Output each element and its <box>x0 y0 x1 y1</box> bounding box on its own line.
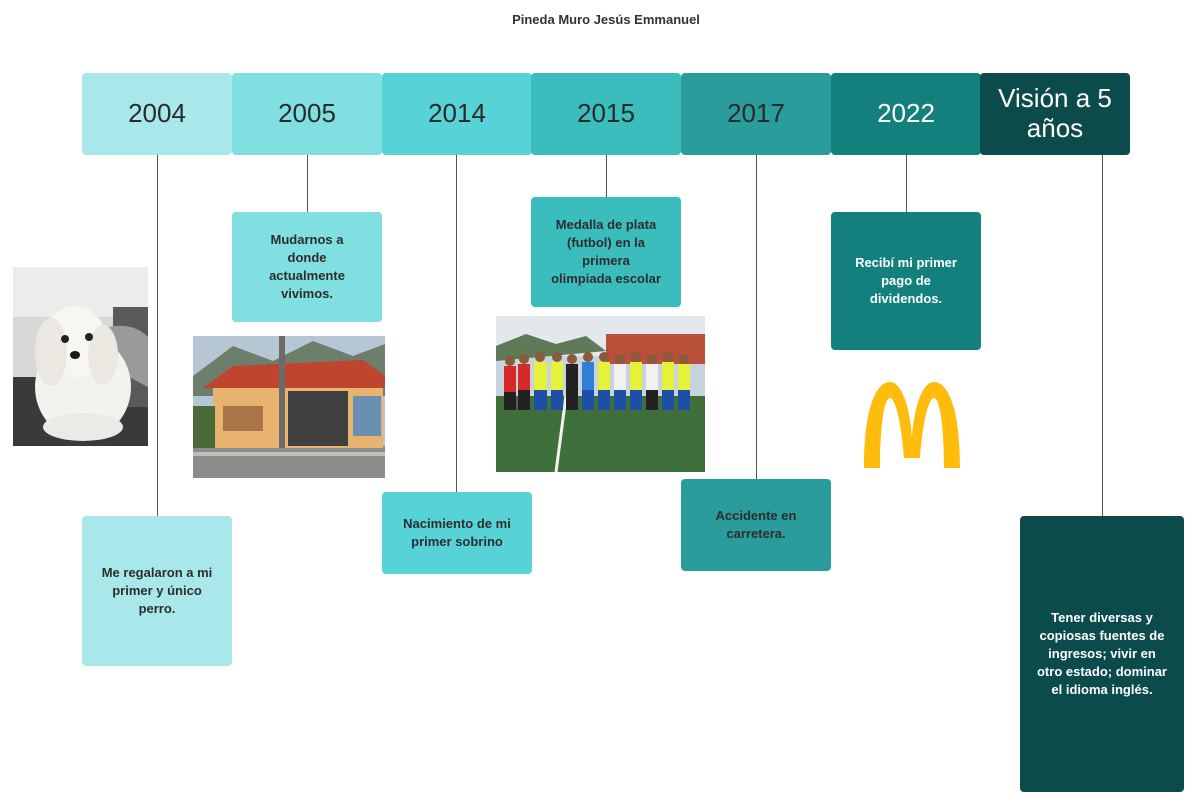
year-vision-5-years: Visión a 5 años <box>980 73 1130 155</box>
event-card-2004: Me regalaron a mi primer y único perro. <box>82 516 232 666</box>
event-card-2014: Nacimiento de mi primer sobrino <box>382 492 532 574</box>
connector-2004 <box>157 155 158 517</box>
year-2022: 2022 <box>831 73 981 155</box>
page-title: Pineda Muro Jesús Emmanuel <box>512 12 700 27</box>
connector-2017 <box>756 155 757 480</box>
year-2015: 2015 <box>531 73 681 155</box>
event-card-2017: Accidente en carretera. <box>681 479 831 571</box>
dog-photo <box>13 267 148 446</box>
year-2017: 2017 <box>681 73 831 155</box>
event-card-vision: Tener diversas y copiosas fuentes de ing… <box>1020 516 1184 792</box>
event-card-2005: Mudarnos a donde actualmente vivimos. <box>232 212 382 322</box>
connector-2015 <box>606 155 607 198</box>
year-2004: 2004 <box>82 73 232 155</box>
connector-2005 <box>307 155 308 213</box>
event-card-2022: Recibí mi primer pago de dividendos. <box>831 212 981 350</box>
event-card-2015: Medalla de plata (futbol) en la primera … <box>531 197 681 307</box>
house-photo <box>193 336 385 478</box>
connector-2022 <box>906 155 907 213</box>
year-2005: 2005 <box>232 73 382 155</box>
soccer-team-photo <box>496 316 705 472</box>
year-2014: 2014 <box>382 73 532 155</box>
connector-2014 <box>456 155 457 493</box>
mcdonalds-logo <box>858 378 966 470</box>
connector-vision <box>1102 155 1103 517</box>
